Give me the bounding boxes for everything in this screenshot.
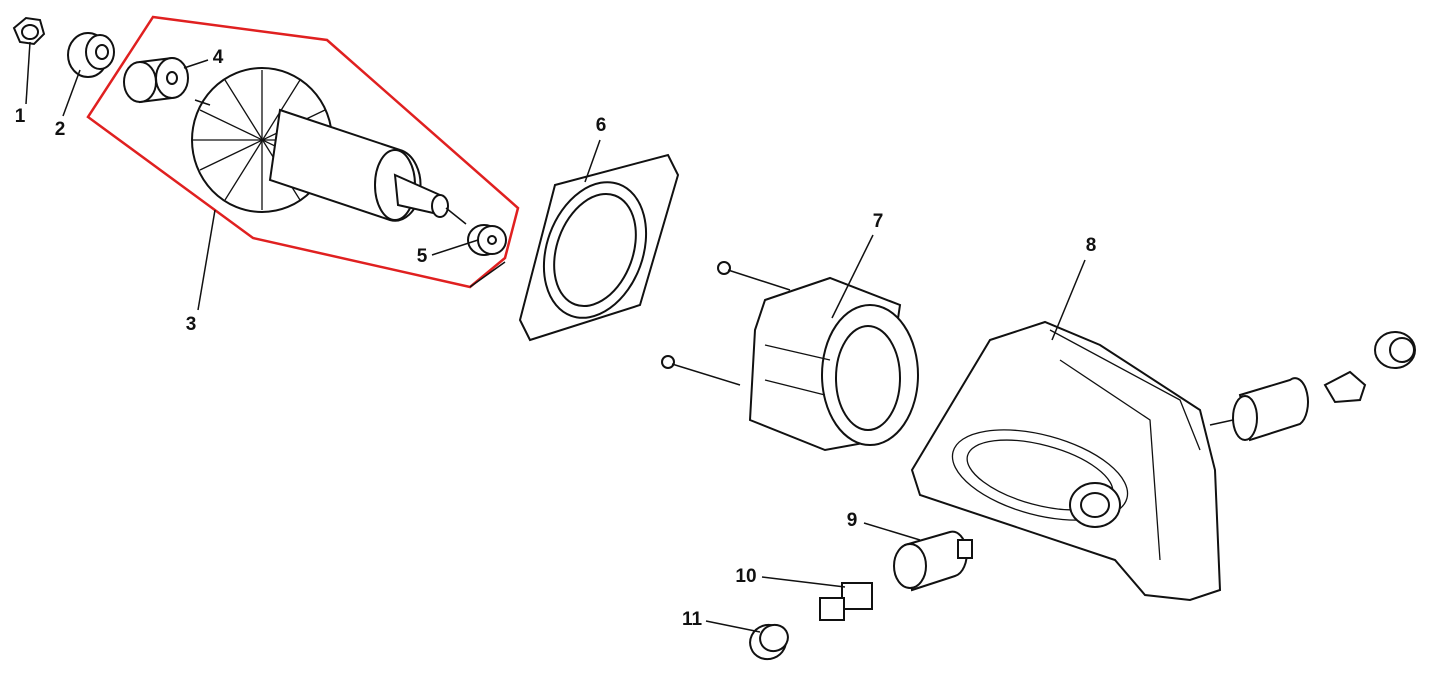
part-1-nut[interactable] bbox=[12, 16, 46, 46]
part-7-stator[interactable] bbox=[748, 276, 919, 452]
part-label-9: 9 bbox=[846, 510, 858, 531]
part-10-carbon-brush[interactable] bbox=[819, 582, 873, 621]
part-8-motor-housing[interactable] bbox=[910, 320, 1222, 602]
part-label-5: 5 bbox=[416, 246, 428, 267]
part-label-7: 7 bbox=[872, 211, 884, 232]
leader-lines bbox=[25, 41, 1086, 633]
part-6-baffle[interactable] bbox=[518, 153, 680, 342]
brush-cap-right[interactable] bbox=[1374, 331, 1416, 369]
part-label-8: 8 bbox=[1085, 235, 1097, 256]
part-label-4: 4 bbox=[212, 47, 224, 68]
part-5-bearing[interactable] bbox=[467, 224, 507, 256]
part-label-3: 3 bbox=[185, 314, 197, 335]
switch-assembly[interactable] bbox=[1209, 377, 1309, 442]
part-label-11: 11 bbox=[681, 609, 703, 630]
part-label-10: 10 bbox=[735, 566, 757, 587]
part-label-1: 1 bbox=[14, 106, 26, 127]
part-11-brush-cap[interactable] bbox=[745, 620, 791, 664]
part-4-bearing[interactable] bbox=[123, 56, 189, 104]
stator-screw[interactable] bbox=[661, 355, 741, 386]
part-3-armature[interactable] bbox=[191, 67, 467, 225]
stator-screw[interactable] bbox=[717, 261, 791, 291]
part-2-flange[interactable] bbox=[67, 32, 115, 78]
part-label-2: 2 bbox=[54, 119, 66, 140]
armature-highlight-outline bbox=[86, 15, 520, 289]
part-label-6: 6 bbox=[595, 115, 607, 136]
part-9-brush-holder[interactable] bbox=[893, 530, 973, 592]
brush-holder-right[interactable] bbox=[1323, 370, 1367, 404]
